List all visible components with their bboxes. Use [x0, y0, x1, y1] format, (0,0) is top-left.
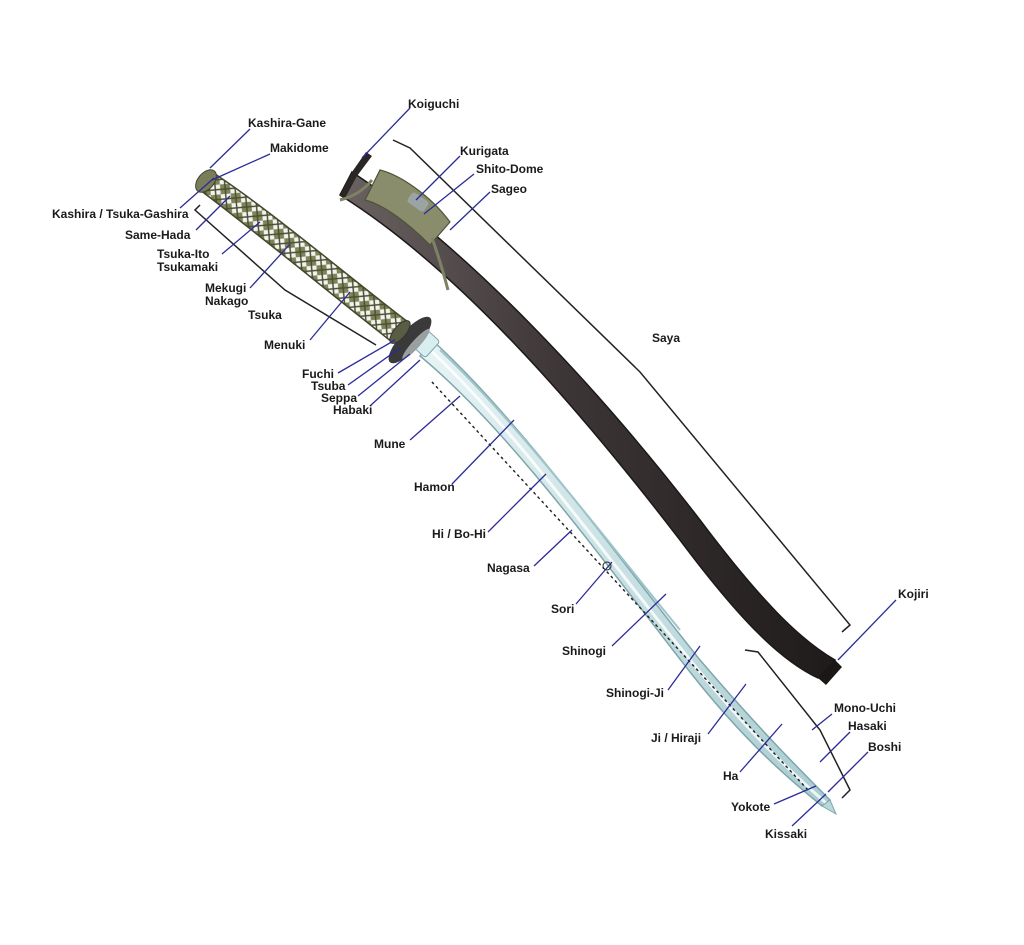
leader-mekugi	[249, 243, 291, 289]
blade-body	[418, 338, 832, 807]
brackets	[193, 139, 852, 799]
tsuba	[388, 316, 432, 364]
leader-ha	[739, 723, 783, 773]
sageo-cord	[339, 179, 450, 291]
leader-kurigata	[415, 155, 461, 201]
saya-body	[339, 170, 837, 679]
label-fuchi: Fuchi	[302, 367, 334, 381]
leader-shinogi-ji	[667, 645, 701, 691]
kashira	[195, 169, 217, 193]
leader-hamon	[451, 419, 515, 485]
label-mune: Mune	[374, 437, 406, 451]
leader-seppa	[357, 353, 411, 397]
label-nakago: Nakago	[205, 294, 248, 308]
labels: Kashira-Gane Makidome Kashira / Tsuka-Ga…	[52, 97, 929, 841]
label-kashira: Kashira / Tsuka-Gashira	[52, 207, 189, 221]
leader-kashira-gane	[209, 128, 251, 169]
label-koiguchi: Koiguchi	[408, 97, 459, 111]
label-tsuka-ito: Tsuka-Ito	[157, 247, 209, 261]
mono-uchi-bracket	[744, 649, 851, 799]
leader-koiguchi	[361, 107, 411, 159]
label-shito-dome: Shito-Dome	[476, 162, 544, 176]
leader-boshi	[827, 751, 869, 793]
label-shinogi: Shinogi	[562, 644, 606, 658]
leader-yokote	[773, 785, 817, 805]
label-seppa: Seppa	[321, 391, 357, 405]
label-habaki: Habaki	[333, 403, 372, 417]
bo-hi-groove	[439, 349, 681, 631]
label-tsukamaki: Tsukamaki	[157, 260, 218, 274]
tsuka-handle	[195, 169, 411, 344]
label-nagasa: Nagasa	[487, 561, 530, 575]
label-yokote: Yokote	[731, 800, 770, 814]
saya-scabbard	[339, 152, 842, 685]
guard-assembly	[388, 316, 440, 364]
tsuka-bracket	[193, 204, 377, 346]
leader-fuchi	[337, 339, 396, 374]
leader-nagasa	[533, 529, 573, 567]
leader-kojiri	[837, 599, 897, 661]
saya-sageo-wrap	[364, 169, 451, 246]
leader-sori	[575, 561, 613, 605]
label-ha: Ha	[723, 769, 739, 783]
saya-bracket	[392, 139, 852, 633]
koiguchi-mouth	[340, 152, 372, 198]
label-menuki: Menuki	[264, 338, 305, 352]
label-mono-uchi: Mono-Uchi	[834, 701, 896, 715]
kissaki-tip	[821, 799, 838, 816]
leader-kissaki	[791, 793, 827, 827]
label-boshi: Boshi	[868, 740, 901, 754]
label-tsuka: Tsuka	[248, 308, 282, 322]
leader-sageo	[449, 191, 491, 231]
label-hamon: Hamon	[414, 480, 455, 494]
label-kurigata: Kurigata	[460, 144, 509, 158]
label-kojiri: Kojiri	[898, 587, 929, 601]
leader-shito-dome	[423, 173, 475, 215]
leader-hasaki	[819, 731, 851, 763]
leader-ji	[707, 683, 747, 735]
label-same-hada: Same-Hada	[125, 228, 191, 242]
sori-marker	[602, 561, 612, 571]
label-hi: Hi / Bo-Hi	[432, 527, 486, 541]
leader-makidome	[211, 153, 271, 181]
leader-mune	[409, 395, 461, 441]
label-sori: Sori	[551, 602, 574, 616]
seppa	[402, 328, 430, 360]
leader-tsuka-ito	[221, 221, 261, 255]
leader-habaki	[369, 359, 421, 407]
label-tsuba: Tsuba	[311, 379, 346, 393]
leader-lines	[179, 107, 897, 827]
leader-tsuba	[347, 347, 401, 386]
label-saya: Saya	[652, 331, 680, 345]
label-mekugi: Mekugi	[205, 281, 246, 295]
kurigata-knob	[407, 192, 429, 212]
kojiri-cap	[818, 660, 842, 685]
label-kissaki: Kissaki	[765, 827, 807, 841]
label-kashira-gane: Kashira-Gane	[248, 116, 326, 130]
leader-menuki	[309, 291, 351, 341]
leader-shinogi	[611, 593, 667, 647]
leader-mono-uchi	[811, 713, 833, 731]
label-ji: Ji / Hiraji	[651, 731, 701, 745]
label-makidome: Makidome	[270, 141, 329, 155]
label-shinogi-ji: Shinogi-Ji	[606, 686, 664, 700]
hamon-dashes	[431, 381, 809, 791]
label-hasaki: Hasaki	[848, 719, 887, 733]
katana-blade	[418, 338, 838, 816]
leader-same-hada	[195, 195, 231, 231]
leader-kashira	[179, 177, 215, 209]
label-sageo: Sageo	[491, 182, 527, 196]
leader-hi	[487, 473, 547, 533]
